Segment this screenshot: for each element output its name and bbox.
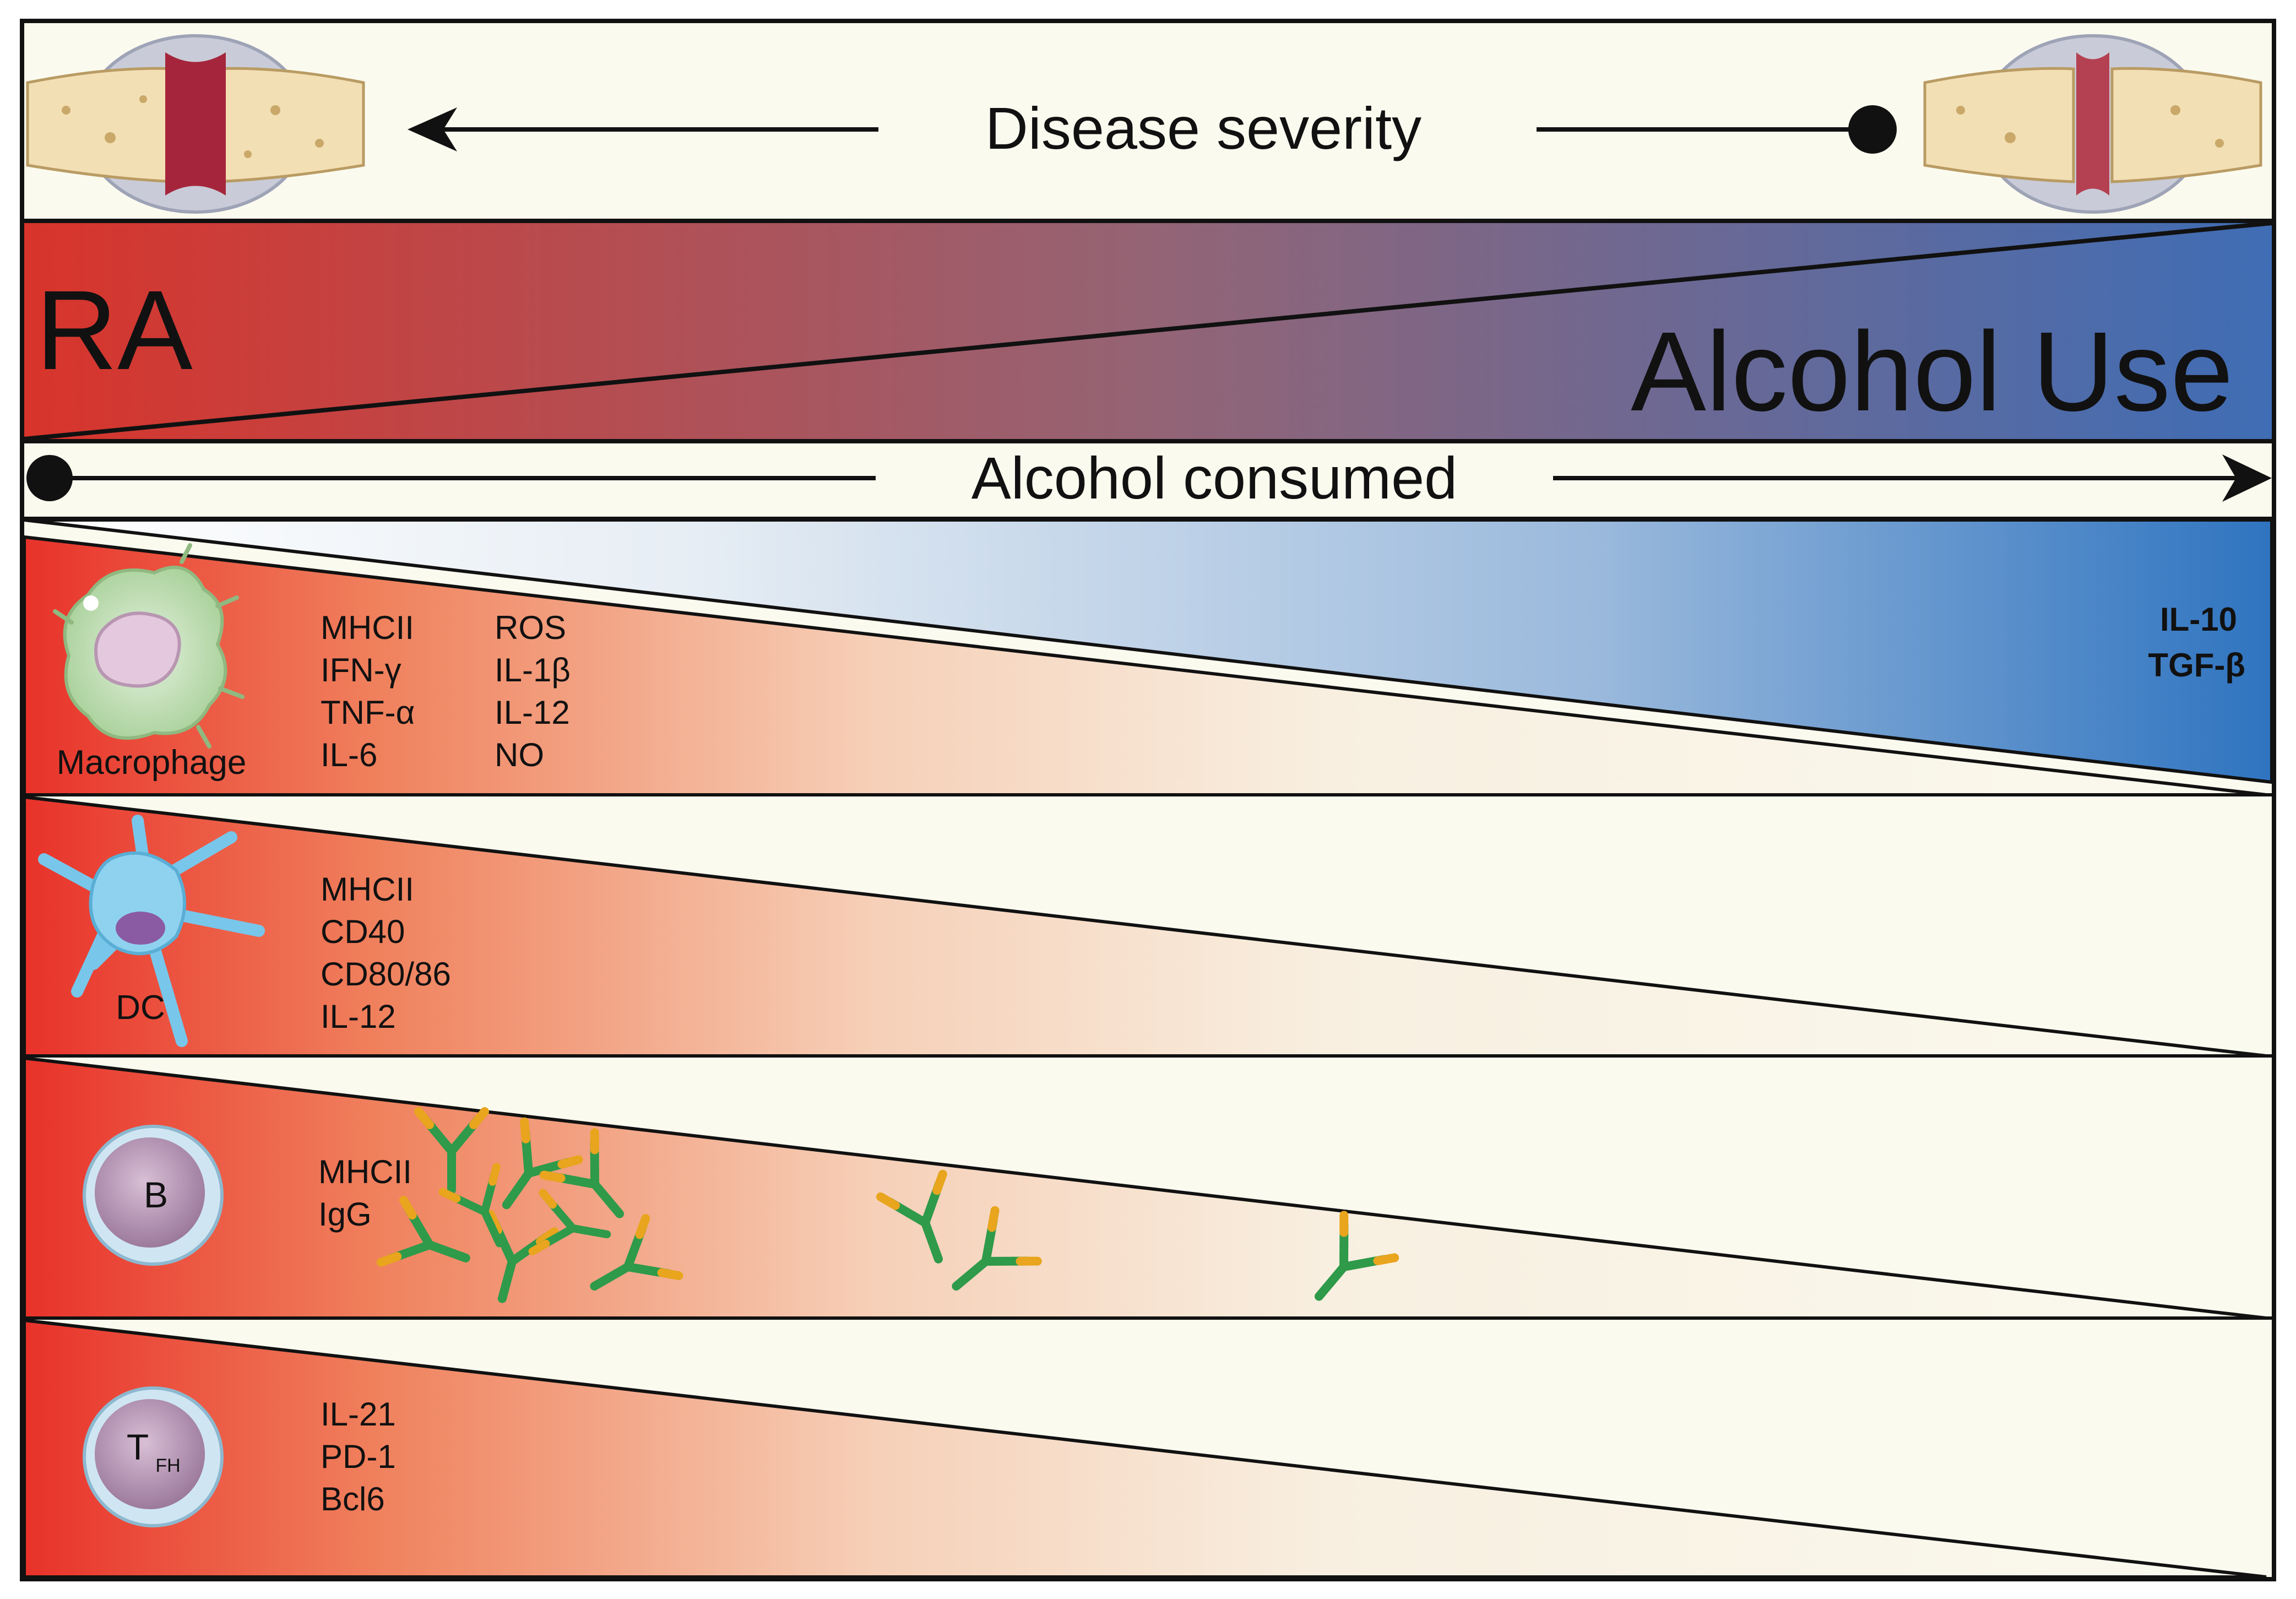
tfh-marker: PD-1 [321, 1438, 396, 1475]
macrophage-counter-marker: TGF-β [2148, 647, 2245, 684]
tfh-cell-label-subscript: FH [155, 1455, 180, 1476]
b-cell-icon [83, 1125, 224, 1266]
inflamed-joint-icon [26, 34, 365, 214]
alcohol-consumed-axis: Alcohol consumed [20, 439, 2276, 521]
disease-severity-bar: Disease severity [20, 19, 2276, 223]
macrophage-marker: NO [495, 736, 544, 773]
alcohol-axis-arrowhead [2222, 454, 2272, 502]
tfh-cell-label: T [127, 1427, 149, 1467]
severity-arrowhead [408, 107, 457, 151]
severity-label: Disease severity [985, 95, 1421, 161]
dc-marker: IL-12 [321, 998, 396, 1035]
b-cell-label: B [144, 1174, 168, 1215]
macrophage-marker: IL-12 [495, 694, 570, 731]
alcohol-use-label: Alcohol Use [1631, 308, 2233, 435]
dc-marker: CD40 [321, 913, 405, 950]
b-cell-marker: IgG [318, 1196, 372, 1233]
tfh-marker: IL-21 [321, 1396, 396, 1433]
tfh-marker: Bcl6 [321, 1481, 385, 1517]
healthy-joint-icon [1923, 34, 2262, 214]
macrophage-antiinflammatory-wedge [24, 518, 2273, 784]
macrophage-marker: TNF-α [321, 694, 415, 731]
row-macrophage: Macrophage MHCII IFN-γ TNF-α IL-6 ROS IL… [22, 518, 2274, 796]
macrophage-marker: IL-6 [321, 736, 377, 773]
alcohol-consumed-label: Alcohol consumed [971, 445, 1458, 511]
ra-alcohol-balance-bar: RA Alcohol Use [20, 219, 2276, 443]
macrophage-counter-marker: IL-10 [2160, 601, 2237, 638]
severity-arrow-origin-dot [1848, 105, 1897, 154]
dc-label: DC [116, 989, 165, 1027]
row-tfh-cell: T FH IL-21 PD-1 Bcl6 [23, 1318, 2267, 1579]
dc-marker: MHCII [321, 871, 414, 908]
b-cell-marker: MHCII [318, 1153, 412, 1190]
macrophage-marker: IL-1β [495, 652, 571, 689]
macrophage-label: Macrophage [57, 744, 247, 782]
ra-label: RA [36, 267, 193, 393]
macrophage-marker: MHCII [321, 609, 414, 646]
macrophage-marker: ROS [495, 609, 566, 646]
dc-marker: CD80/86 [321, 956, 451, 993]
macrophage-marker: IFN-γ [321, 652, 401, 689]
row-b-cell: B MHCII IgG [22, 1056, 2274, 1318]
dendritic-cell-icon [38, 815, 265, 1047]
row-dendritic-cell: DC MHCII CD40 CD80/86 IL-12 [22, 795, 2274, 1058]
tfh-proinflammatory-wedge [23, 1318, 2267, 1579]
macrophage-cell-icon [53, 543, 245, 749]
tfh-cell-icon [83, 1386, 224, 1527]
